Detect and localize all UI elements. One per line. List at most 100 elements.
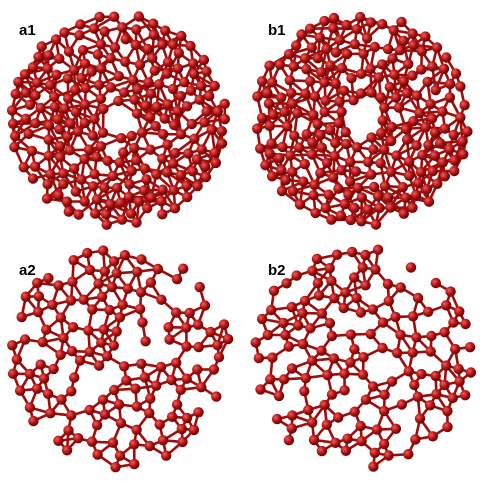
atom: [298, 176, 309, 187]
atom: [291, 270, 302, 281]
atom: [398, 208, 409, 219]
atom: [453, 363, 464, 375]
atom: [166, 374, 177, 386]
atom: [181, 373, 192, 384]
atom: [82, 247, 93, 259]
atom: [74, 355, 86, 366]
atom: [411, 90, 422, 101]
atom: [360, 280, 371, 291]
atom: [41, 324, 52, 335]
atom: [300, 88, 311, 99]
atom: [143, 77, 154, 88]
atom: [187, 166, 198, 177]
atom: [378, 438, 390, 450]
atom: [196, 80, 207, 92]
atom: [365, 328, 376, 340]
atom: [63, 46, 75, 57]
atom: [173, 47, 184, 59]
atom: [211, 391, 222, 402]
atom: [355, 11, 366, 23]
atom: [145, 393, 156, 404]
atom: [319, 399, 330, 411]
atom: [291, 40, 302, 51]
atom: [339, 385, 350, 396]
atom: [135, 287, 147, 298]
atom: [417, 149, 428, 161]
atom: [70, 84, 81, 96]
atom: [338, 85, 350, 96]
atom: [340, 445, 352, 456]
atom: [69, 163, 80, 174]
atom: [43, 50, 54, 61]
atom: [330, 78, 341, 89]
atom: [266, 138, 277, 149]
atom: [9, 141, 20, 153]
atom: [362, 204, 374, 215]
atom: [355, 88, 367, 99]
atom: [134, 303, 146, 315]
atom: [107, 170, 119, 182]
atom: [306, 42, 317, 53]
atom: [167, 411, 178, 422]
atom: [376, 127, 387, 139]
atom: [170, 307, 182, 318]
atom: [73, 433, 84, 444]
atom: [176, 423, 187, 435]
atom: [140, 100, 151, 111]
atom: [407, 70, 418, 81]
atom: [315, 167, 326, 179]
atom: [99, 266, 111, 277]
atom: [413, 177, 424, 189]
atom: [101, 351, 113, 362]
atom: [320, 95, 331, 106]
atom: [412, 292, 424, 304]
atom: [455, 112, 466, 123]
atom: [65, 118, 76, 129]
atom: [94, 11, 105, 23]
atom: [284, 75, 295, 86]
atom: [188, 424, 200, 436]
atom: [324, 263, 335, 274]
atom: [133, 11, 144, 22]
atom: [427, 431, 438, 442]
atom: [448, 317, 459, 328]
atom: [430, 84, 441, 96]
atom: [157, 39, 168, 50]
atom: [299, 295, 311, 307]
atom: [266, 171, 278, 182]
atom: [439, 327, 450, 338]
atom: [281, 278, 292, 289]
atom: [212, 339, 223, 351]
atom: [459, 100, 470, 111]
atom: [41, 193, 53, 204]
atom: [108, 340, 120, 351]
atom: [157, 184, 168, 195]
atom: [412, 391, 424, 402]
atom: [74, 30, 85, 41]
atom: [441, 52, 452, 63]
atom: [122, 283, 134, 294]
atom: [280, 174, 291, 186]
atom: [319, 106, 330, 118]
atom: [27, 61, 39, 73]
atom: [390, 92, 402, 103]
atom: [355, 420, 366, 432]
atom: [114, 450, 126, 461]
atom: [375, 92, 386, 103]
atom: [403, 366, 414, 377]
atom: [365, 63, 376, 74]
atom: [368, 144, 379, 155]
atom: [131, 401, 142, 412]
atom: [6, 105, 18, 116]
atom: [361, 33, 373, 44]
atom: [208, 364, 220, 375]
atom: [442, 405, 453, 417]
atom: [330, 47, 342, 58]
atom: [324, 318, 336, 329]
atom: [111, 268, 122, 279]
atom: [422, 76, 433, 88]
atom: [62, 131, 73, 142]
atom: [58, 168, 69, 179]
atom: [84, 264, 96, 276]
atom: [216, 126, 227, 137]
